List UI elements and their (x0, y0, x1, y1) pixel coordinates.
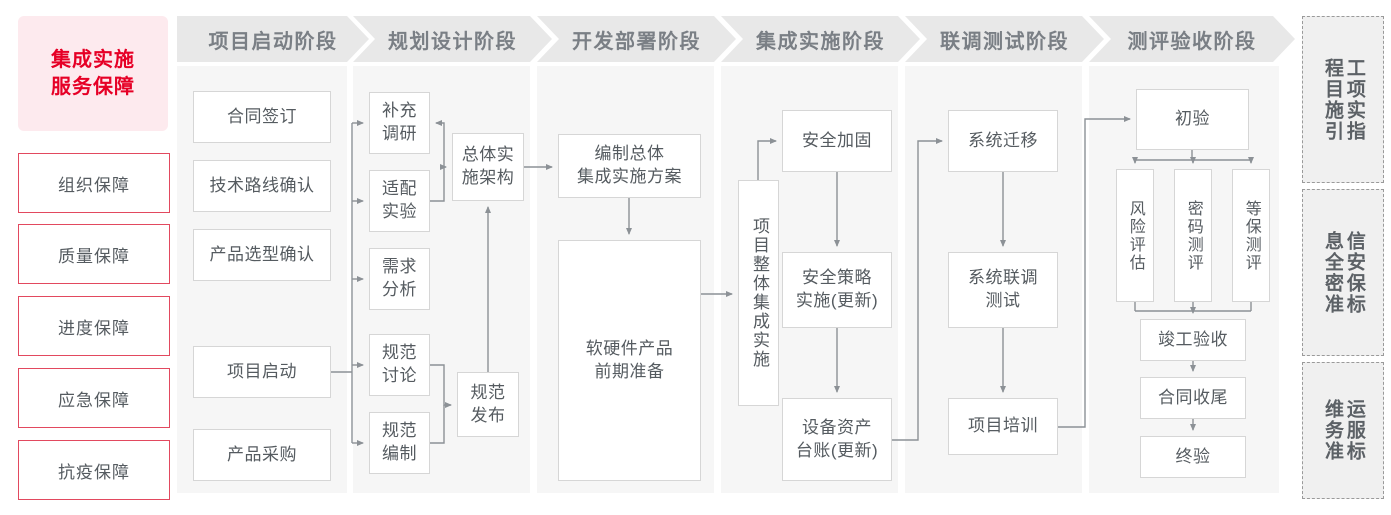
node-line-2: 集成实施方案 (577, 167, 682, 186)
node-asset-ledger[interactable]: 设备资产 台账(更新) (782, 398, 892, 481)
standard-label-left: 运服标 (1343, 399, 1365, 462)
standard-label-right: 维务准 (1322, 399, 1343, 462)
node-risk-assessment[interactable]: 风险评估 (1116, 169, 1154, 302)
phase-header-integration[interactable]: 集成实施阶段 (721, 16, 920, 62)
node-security-hardening[interactable]: 安全加固 (782, 110, 892, 172)
node-line-2: 发布 (470, 405, 506, 425)
node-contract-sign[interactable]: 合同签订 (193, 91, 331, 143)
standard-ops-service[interactable]: 运服标 维务准 (1302, 362, 1384, 499)
node-line-2: 台账(更新) (795, 440, 879, 460)
node-line-1: 需求 (382, 257, 417, 277)
node-line-2: 施架构 (461, 168, 515, 187)
node-line-2: 调研 (382, 124, 417, 143)
standard-label-left: 工项实指 (1343, 57, 1365, 142)
standard-label-right: 程目施引 (1322, 57, 1343, 142)
node-requirement-analysis[interactable]: 需求 分析 (369, 248, 430, 310)
node-line-1: 总体实 (461, 145, 515, 165)
node-product-select[interactable]: 产品选型确认 (193, 229, 331, 281)
node-tech-route[interactable]: 技术路线确认 (193, 160, 331, 212)
phase-header-startup[interactable]: 项目启动阶段 (177, 16, 369, 62)
node-project-training[interactable]: 项目培训 (948, 398, 1058, 455)
guarantee-item-organization[interactable]: 组织保障 (18, 153, 170, 213)
phase-header-development[interactable]: 开发部署阶段 (537, 16, 736, 62)
node-completion-acceptance[interactable]: 竣工验收 (1140, 319, 1246, 361)
node-product-purchase[interactable]: 产品采购 (193, 429, 331, 481)
phase-header-joint-test[interactable]: 联调测试阶段 (905, 16, 1104, 62)
guarantee-item-schedule[interactable]: 进度保障 (18, 296, 170, 356)
node-line-1: 规范 (382, 343, 417, 363)
node-draft-overall-plan[interactable]: 编制总体 集成实施方案 (558, 134, 701, 198)
node-line-2: 实验 (382, 202, 417, 221)
node-line-2: 前期准备 (594, 361, 665, 381)
standard-infosec[interactable]: 信安保标 息全密准 (1302, 189, 1384, 356)
node-crypto-evaluation[interactable]: 密码测评 (1174, 169, 1212, 302)
standard-engineering-guideline[interactable]: 工项实指 程目施引 (1302, 16, 1384, 183)
guarantee-item-quality[interactable]: 质量保障 (18, 224, 170, 284)
standard-label-left: 信安保标 (1343, 230, 1365, 315)
node-line-1: 规范 (470, 382, 506, 402)
node-initial-acceptance[interactable]: 初验 (1136, 89, 1249, 150)
node-line-1: 补充 (382, 101, 417, 121)
standard-label-right: 息全密准 (1322, 230, 1343, 315)
node-line-1: 编制总体 (594, 144, 665, 164)
node-security-policy[interactable]: 安全策略 实施(更新) (782, 252, 892, 328)
node-spec-drafting[interactable]: 规范 编制 (369, 412, 430, 474)
node-line-1: 适配 (382, 179, 417, 199)
node-line-2: 实施(更新) (795, 291, 879, 310)
node-hw-sw-preparation[interactable]: 软硬件产品 前期准备 (558, 240, 701, 481)
node-system-migration[interactable]: 系统迁移 (948, 110, 1058, 172)
node-supplement-research[interactable]: 补充 调研 (369, 92, 430, 154)
node-line-2: 测试 (985, 291, 1021, 310)
node-line-2: 分析 (382, 280, 417, 299)
node-spec-release[interactable]: 规范 发布 (457, 372, 519, 437)
node-overall-architecture[interactable]: 总体实 施架构 (452, 133, 524, 201)
node-line-1: 设备资产 (802, 417, 872, 437)
node-mlps-evaluation[interactable]: 等保测评 (1232, 169, 1270, 302)
node-line-1: 软硬件产品 (585, 338, 674, 358)
guarantee-item-emergency[interactable]: 应急保障 (18, 368, 170, 428)
node-project-kickoff[interactable]: 项目启动 (193, 346, 331, 398)
node-final-acceptance[interactable]: 终验 (1140, 436, 1246, 478)
node-line-2: 编制 (382, 444, 417, 463)
phase-header-planning[interactable]: 规划设计阶段 (353, 16, 552, 62)
hero-card: 集成实施 服务保障 (18, 16, 168, 131)
node-overall-integration[interactable]: 项目整体集成实施 (738, 180, 779, 406)
node-adaptation-test[interactable]: 适配 实验 (369, 170, 430, 232)
phase-header-acceptance[interactable]: 测评验收阶段 (1089, 16, 1295, 62)
hero-line-2: 服务保障 (51, 75, 135, 98)
node-joint-debug-test[interactable]: 系统联调 测试 (948, 252, 1058, 328)
hero-line-1: 集成实施 (51, 48, 135, 71)
node-line-1: 安全策略 (802, 268, 872, 288)
node-line-1: 规范 (382, 421, 417, 441)
node-line-2: 讨论 (382, 366, 417, 385)
node-contract-closeout[interactable]: 合同收尾 (1140, 377, 1246, 419)
node-spec-discussion[interactable]: 规范 讨论 (369, 334, 430, 396)
guarantee-item-epidemic[interactable]: 抗疫保障 (18, 440, 170, 500)
node-line-1: 系统联调 (968, 268, 1038, 288)
